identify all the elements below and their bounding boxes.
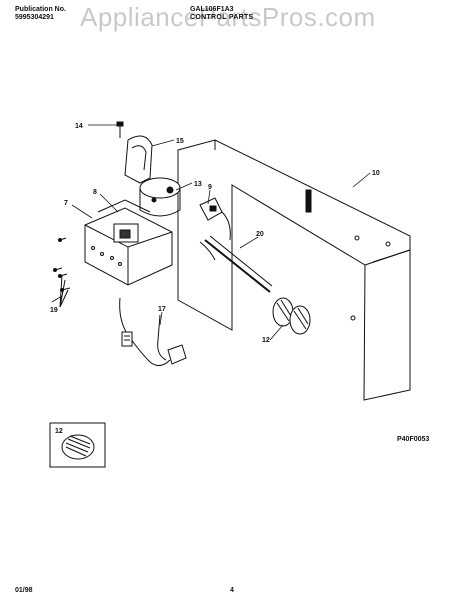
model-number: GAL106F1A3 bbox=[190, 6, 234, 13]
grommets-part-12 bbox=[272, 297, 311, 335]
callout-15: 15 bbox=[176, 138, 184, 145]
screw-part-14 bbox=[116, 121, 124, 138]
callout-12-inset: 12 bbox=[55, 428, 63, 435]
power-cord-part-17 bbox=[119, 297, 187, 366]
publication-label: Publication No. bbox=[15, 6, 66, 13]
wire-harness-part-20 bbox=[199, 235, 273, 293]
footer-page-number: 4 bbox=[230, 587, 234, 594]
callout-17: 17 bbox=[158, 306, 166, 313]
grommet-inset-box bbox=[49, 422, 106, 468]
callout-9: 9 bbox=[208, 184, 212, 191]
callout-8: 8 bbox=[93, 189, 97, 196]
mounting-bracket-part-15 bbox=[124, 135, 153, 184]
callout-19: 19 bbox=[50, 307, 58, 314]
callout-10: 10 bbox=[372, 170, 380, 177]
side-panel-part-10 bbox=[177, 139, 411, 401]
watermark: AppliancePartsPros.com bbox=[80, 2, 376, 32]
screws-part-19 bbox=[53, 237, 71, 308]
leader-lines bbox=[51, 124, 371, 341]
footer-date: 01/98 bbox=[15, 587, 33, 594]
callout-12: 12 bbox=[262, 337, 270, 344]
control-box-part-7 bbox=[84, 199, 173, 286]
switch-part-9 bbox=[199, 197, 231, 241]
publication-number: 5995304291 bbox=[15, 14, 54, 21]
callout-14: 14 bbox=[75, 123, 83, 130]
callout-13: 13 bbox=[194, 181, 202, 188]
figure-code: P40F0053 bbox=[397, 436, 430, 443]
callout-20: 20 bbox=[256, 231, 264, 238]
section-title: CONTROL PARTS bbox=[190, 14, 254, 21]
callout-7: 7 bbox=[64, 200, 68, 207]
